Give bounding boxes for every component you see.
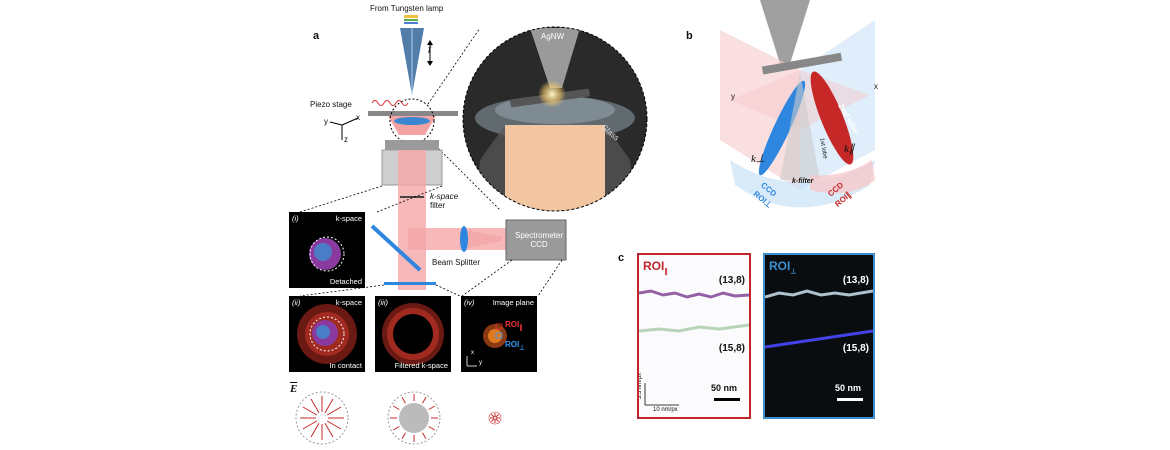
kfilter-label: k-filter <box>792 178 814 185</box>
coord-top-right: (13,8) <box>842 275 869 286</box>
e-field-small <box>488 411 502 425</box>
spectrometer-label-2: CCD <box>530 240 548 249</box>
e-field-arrow <box>495 414 499 418</box>
setup-schematic <box>295 15 648 445</box>
e-field-radial <box>295 391 349 445</box>
k-space-diagram <box>720 0 875 208</box>
axis-y-label: y <box>324 117 328 126</box>
e-field-filtered <box>387 391 441 445</box>
e-field-arrow <box>310 398 320 414</box>
e-field-arrow <box>310 422 320 438</box>
e-field-arrow <box>401 432 406 440</box>
coord-bottom-left: (15,8) <box>718 343 745 354</box>
scalebar-left: 50 nm <box>711 383 738 393</box>
e-field-arrow <box>302 406 318 416</box>
thumb-iii-caption: Filtered k-space <box>394 361 448 370</box>
panel-a-letter: a <box>313 30 320 42</box>
lamp-label: From Tungsten lamp <box>370 4 444 13</box>
panel-c-letter: c <box>618 252 625 264</box>
focus-label: f <box>428 45 431 56</box>
roi-perp-image: ROI⊥ (13,8) (15,8) 50 nm <box>763 253 875 419</box>
e-field-arrow <box>401 396 406 404</box>
thumb-iv-axis-x: x <box>471 350 474 356</box>
thumb-image-plane: (iv) Image plane ROI∥ ROI⊥ x y <box>461 296 537 372</box>
piezo-label: Piezo stage <box>310 100 352 109</box>
e-field-arrow <box>428 405 436 410</box>
thumb-iii-index: (iii) <box>378 298 388 307</box>
e-field-arrow <box>326 420 342 430</box>
coord-bottom-right: (15,8) <box>842 343 869 354</box>
e-field-arrow <box>491 418 495 422</box>
e-field-arrow <box>491 414 495 418</box>
e-field-arrow <box>324 398 334 414</box>
thumb-i-title: k-space <box>335 214 362 223</box>
scale-y: 3.3 nm/px <box>637 372 644 400</box>
thumb-i-index: (i) <box>292 214 299 223</box>
beam-splitter <box>370 224 422 272</box>
thumb-ii-title: k-space <box>335 298 362 307</box>
roi-par-image: ROI∥ (13,8) (15,8) 50 nm 3.3 nm/px 10 nm… <box>637 253 751 419</box>
e-field-arrow <box>302 420 318 430</box>
lamp-icon <box>404 15 418 24</box>
piezo-stage <box>368 111 458 116</box>
panel-b-letter: b <box>686 30 693 42</box>
e-field-arrows <box>300 394 500 442</box>
thumb-ii-index: (ii) <box>292 298 301 307</box>
e-field-arrow <box>422 432 427 440</box>
roi-par-title: ROI∥ <box>643 259 668 276</box>
roi-par-label: ROI∥ <box>505 320 523 332</box>
k-perp-label: k⊥ <box>751 153 766 165</box>
axis-z-label: z <box>344 135 348 144</box>
axis-x-label: x <box>356 113 360 122</box>
e-field-arrow <box>324 422 334 438</box>
e-field-arrow <box>422 396 427 404</box>
spectrometer-label-1: Spectrometer <box>514 231 564 240</box>
kspace-filter-label-1: k-space <box>430 192 459 201</box>
thumb-i-caption: Detached <box>329 277 362 286</box>
axis-x-b: x <box>874 82 878 91</box>
k-par-label: k∥ <box>844 143 855 155</box>
scalebar-right: 50 nm <box>835 383 862 393</box>
e-field-arrow <box>428 426 436 431</box>
agnw-label: AgNW <box>541 32 565 41</box>
scale-x: 10 nm/px <box>653 407 678 413</box>
thumb-filtered-kspace: (iii) Filtered k-space <box>375 296 451 372</box>
kspace-filter-label-2: filter <box>430 201 446 210</box>
beam-splitter-label: Beam Splitter <box>432 258 481 267</box>
thumb-in-contact: (ii) k-space In contact <box>289 296 365 372</box>
thumb-detached: (i) k-space Detached <box>289 212 365 288</box>
roi-perp-title: ROI⊥ <box>769 259 797 276</box>
beam-vertical <box>398 150 426 290</box>
e-field-label: E <box>290 383 298 395</box>
thumb-iv-axis-y: y <box>479 360 482 366</box>
e-field-arrow <box>326 406 342 416</box>
e-field-arrow <box>392 426 400 431</box>
thumb-iv-index: (iv) <box>464 298 475 307</box>
thumb-iv-title: Image plane <box>492 298 534 307</box>
axis-y-b: y <box>731 92 735 101</box>
e-field-arrow <box>495 418 499 422</box>
e-field-arrow <box>392 405 400 410</box>
coord-top-left: (13,8) <box>718 275 745 286</box>
kspace-filter-bar <box>400 196 424 198</box>
roi-perp-label: ROI⊥ <box>505 340 526 352</box>
thumb-ii-caption: In contact <box>329 361 362 370</box>
